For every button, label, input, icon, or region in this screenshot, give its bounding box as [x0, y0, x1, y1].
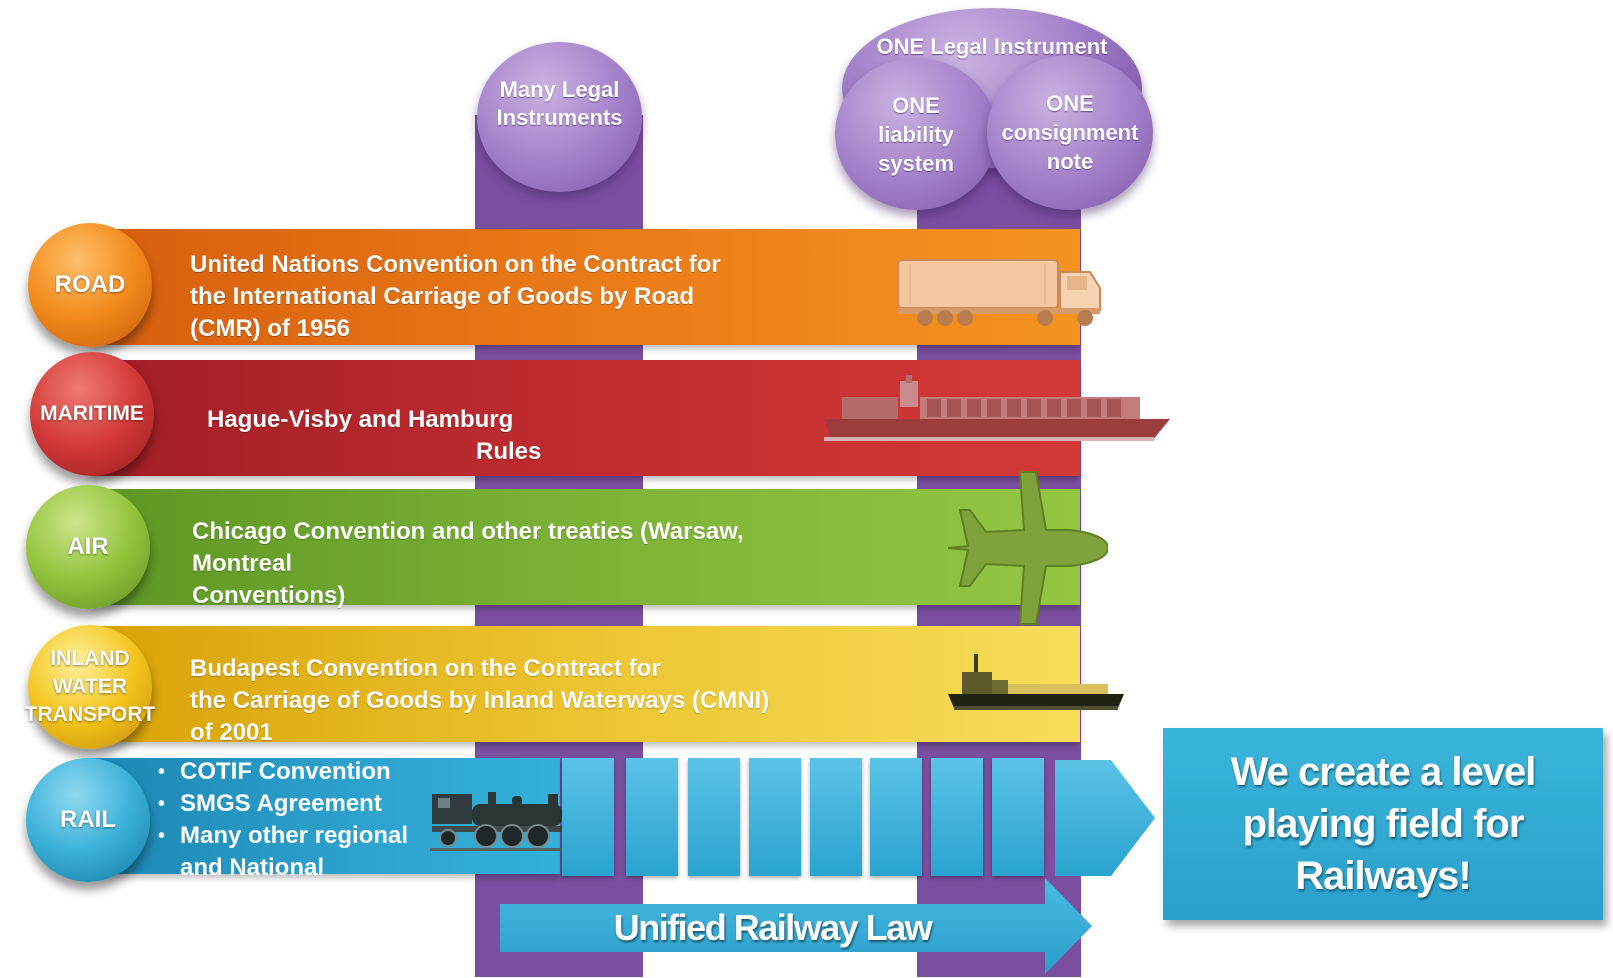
maritime-text-rules: Rules — [476, 438, 542, 465]
airplane-icon — [947, 466, 1110, 635]
many-legal-instruments-label: Many Legal Instruments — [496, 77, 623, 130]
road-circle: ROAD — [28, 223, 152, 347]
level-playing-field-callout: We create a level playing field for Rail… — [1163, 728, 1603, 920]
rail-bullet-item: Many other regional — [158, 820, 408, 852]
rail-bullet-item: COTIF Convention — [158, 756, 408, 788]
rail-block — [626, 758, 678, 876]
many-legal-instruments-bubble: Many Legal Instruments — [477, 42, 642, 192]
one-legal-instrument-label: ONE Legal Instrument — [876, 34, 1108, 59]
air-circle: AIR — [26, 485, 150, 609]
rail-bullet-list: COTIF Convention SMGS Agreement Many oth… — [158, 756, 408, 884]
air-band — [90, 489, 1080, 605]
rail-label: RAIL — [60, 806, 116, 833]
one-consignment-bubble: ONE consignment note — [987, 55, 1153, 210]
rail-block — [562, 758, 614, 876]
cargo-ship-icon — [822, 375, 1172, 452]
rail-block — [931, 758, 983, 876]
rail-block — [870, 758, 922, 876]
truck-icon — [895, 252, 1110, 335]
rail-block — [810, 758, 862, 876]
rail-bullet-item: SMGS Agreement — [158, 788, 408, 820]
road-text: United Nations Convention on the Contrac… — [190, 251, 721, 342]
rail-chevron-arrow — [1055, 758, 1157, 885]
maritime-text: Hague-Visby and Hamburg — [207, 406, 514, 433]
rail-bullet-continuation: and National — [180, 854, 325, 881]
one-liability-bubble: ONE liability system — [835, 58, 997, 210]
inland-water-circle: INLAND WATER TRANSPORT — [25, 625, 155, 749]
unified-railway-law-label: Unified Railway Law — [613, 907, 933, 948]
maritime-label: MARITIME — [40, 402, 144, 425]
unified-railway-law-arrow: Unified Railway Law — [500, 878, 1095, 978]
air-text: Chicago Convention and other treaties (W… — [192, 518, 744, 609]
inland-water-band — [90, 626, 1080, 742]
one-liability-label: ONE liability system — [878, 92, 954, 176]
maritime-circle: MARITIME — [30, 352, 154, 476]
one-consignment-label: ONE consignment note — [1001, 91, 1139, 174]
rail-block — [749, 758, 801, 876]
rail-block — [688, 758, 740, 876]
road-label: ROAD — [54, 271, 126, 298]
rail-circle: RAIL — [26, 758, 150, 882]
inland-water-text: Budapest Convention on the Contract for … — [190, 655, 770, 746]
barge-icon — [946, 654, 1126, 729]
rail-block — [992, 758, 1044, 876]
air-label: AIR — [67, 533, 109, 560]
inland-water-label: INLAND WATER TRANSPORT — [24, 647, 156, 726]
maritime-band — [90, 360, 1080, 476]
